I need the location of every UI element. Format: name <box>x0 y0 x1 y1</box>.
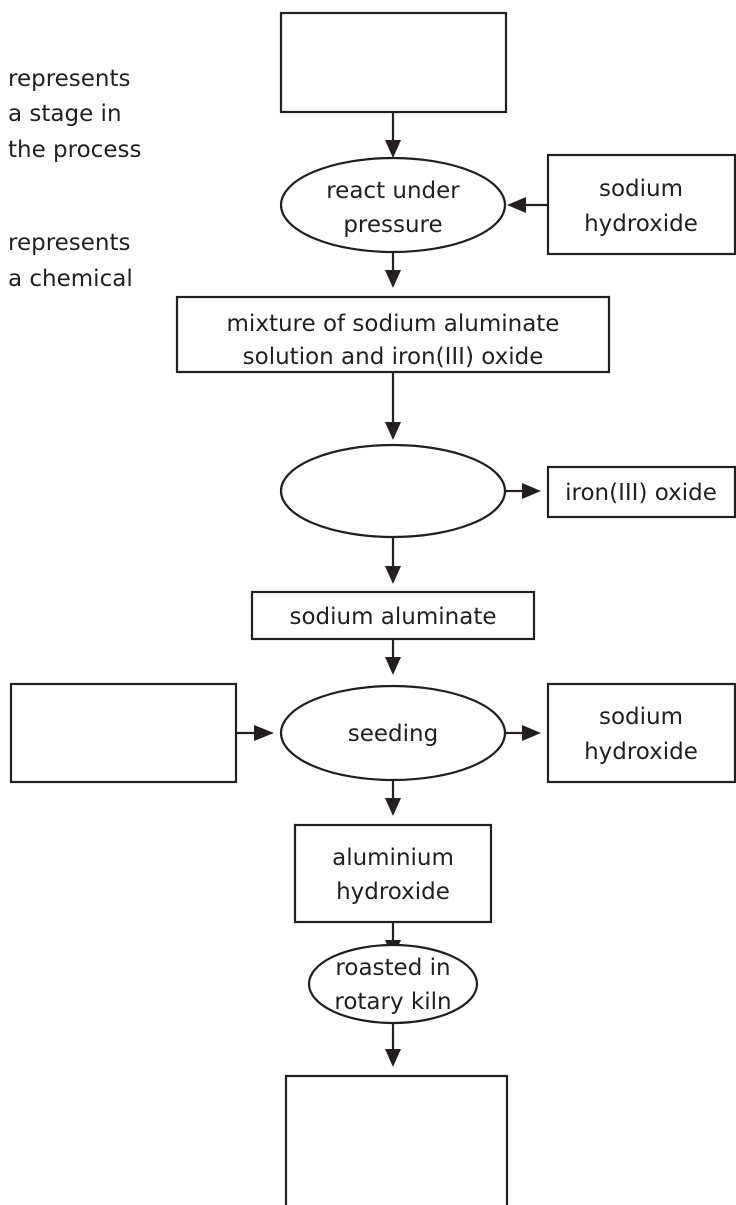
mixture-rect <box>175 295 611 374</box>
left-blank-box <box>9 682 238 784</box>
bottom-blank-box <box>284 1074 509 1205</box>
arrowhead-into-aluminate <box>385 566 401 584</box>
sodium-hydroxide-output-line-2: hydroxide <box>584 739 698 765</box>
sodium-aluminate-box: sodium aluminate <box>250 590 536 641</box>
aluminium-hydroxide-rect <box>293 823 493 924</box>
react-under-pressure-line-2: pressure <box>343 212 442 238</box>
react-under-pressure-line-1: react under <box>326 178 460 204</box>
arrowhead-into-mixture <box>385 270 401 288</box>
roasted-ellipse <box>307 943 479 1025</box>
blank-stage-ellipse <box>279 443 507 539</box>
seeding-ellipse <box>279 684 507 782</box>
legend-chemical: represents a chemical <box>8 230 133 292</box>
sodium-hydroxide-input-line-1: sodium <box>599 176 683 202</box>
legend-chemical-line-2: a chemical <box>8 266 133 292</box>
mixture-line-1: mixture of sodium aluminate <box>227 311 560 337</box>
seeding-stage: seeding <box>279 684 507 782</box>
roasted-stage: roasted in rotary kiln <box>307 943 479 1025</box>
sodium-aluminate-rect <box>250 590 536 641</box>
sodium-hydroxide-output-box: sodium hydroxide <box>546 682 736 784</box>
sodium-hydroxide-output-rect <box>546 682 736 784</box>
legend-chemical-line-1: represents <box>8 230 131 256</box>
aluminium-hydroxide-line-1: aluminium <box>332 845 454 871</box>
top-blank-box <box>279 11 508 114</box>
iron-oxide-label: iron(III) oxide <box>565 480 717 506</box>
sodium-aluminate-label: sodium aluminate <box>289 604 496 630</box>
legend-stage-line-2: a stage in <box>8 101 122 127</box>
legend-stage: represents a stage in the process <box>8 66 141 163</box>
arrowhead-into-iron-oxide <box>522 483 541 499</box>
roasted-line-1: roasted in <box>335 955 450 981</box>
connectors <box>236 112 548 1049</box>
react-under-pressure-stage: react under pressure <box>279 156 507 254</box>
sodium-hydroxide-output-line-1: sodium <box>599 704 683 730</box>
aluminium-hydroxide-box: aluminium hydroxide <box>293 823 493 924</box>
react-under-pressure-ellipse <box>279 156 507 254</box>
sodium-hydroxide-input-line-2: hydroxide <box>584 211 698 237</box>
arrowhead-into-hydroxide <box>385 798 401 816</box>
mixture-box: mixture of sodium aluminate solution and… <box>175 295 611 374</box>
arrowhead-into-seeding <box>385 657 401 675</box>
arrowhead-naoh-into-react <box>507 197 526 213</box>
legend-stage-line-1: represents <box>8 66 131 92</box>
legend-stage-line-3: the process <box>8 137 141 163</box>
iron-oxide-box: iron(III) oxide <box>546 465 736 519</box>
sodium-hydroxide-input-rect <box>546 153 736 256</box>
roasted-line-2: rotary kiln <box>334 989 451 1015</box>
arrowhead-into-naoh-output <box>522 725 541 741</box>
arrowhead-left-into-seeding <box>254 725 274 741</box>
seeding-label: seeding <box>348 721 438 747</box>
iron-oxide-rect <box>546 465 736 519</box>
arrowhead-into-react <box>385 140 401 158</box>
sodium-hydroxide-input-box: sodium hydroxide <box>546 153 736 256</box>
mixture-line-2: solution and iron(III) oxide <box>243 344 544 370</box>
arrowhead-into-stage <box>385 422 401 440</box>
arrowhead-into-bottom <box>385 1049 401 1067</box>
aluminium-hydroxide-line-2: hydroxide <box>336 879 450 905</box>
